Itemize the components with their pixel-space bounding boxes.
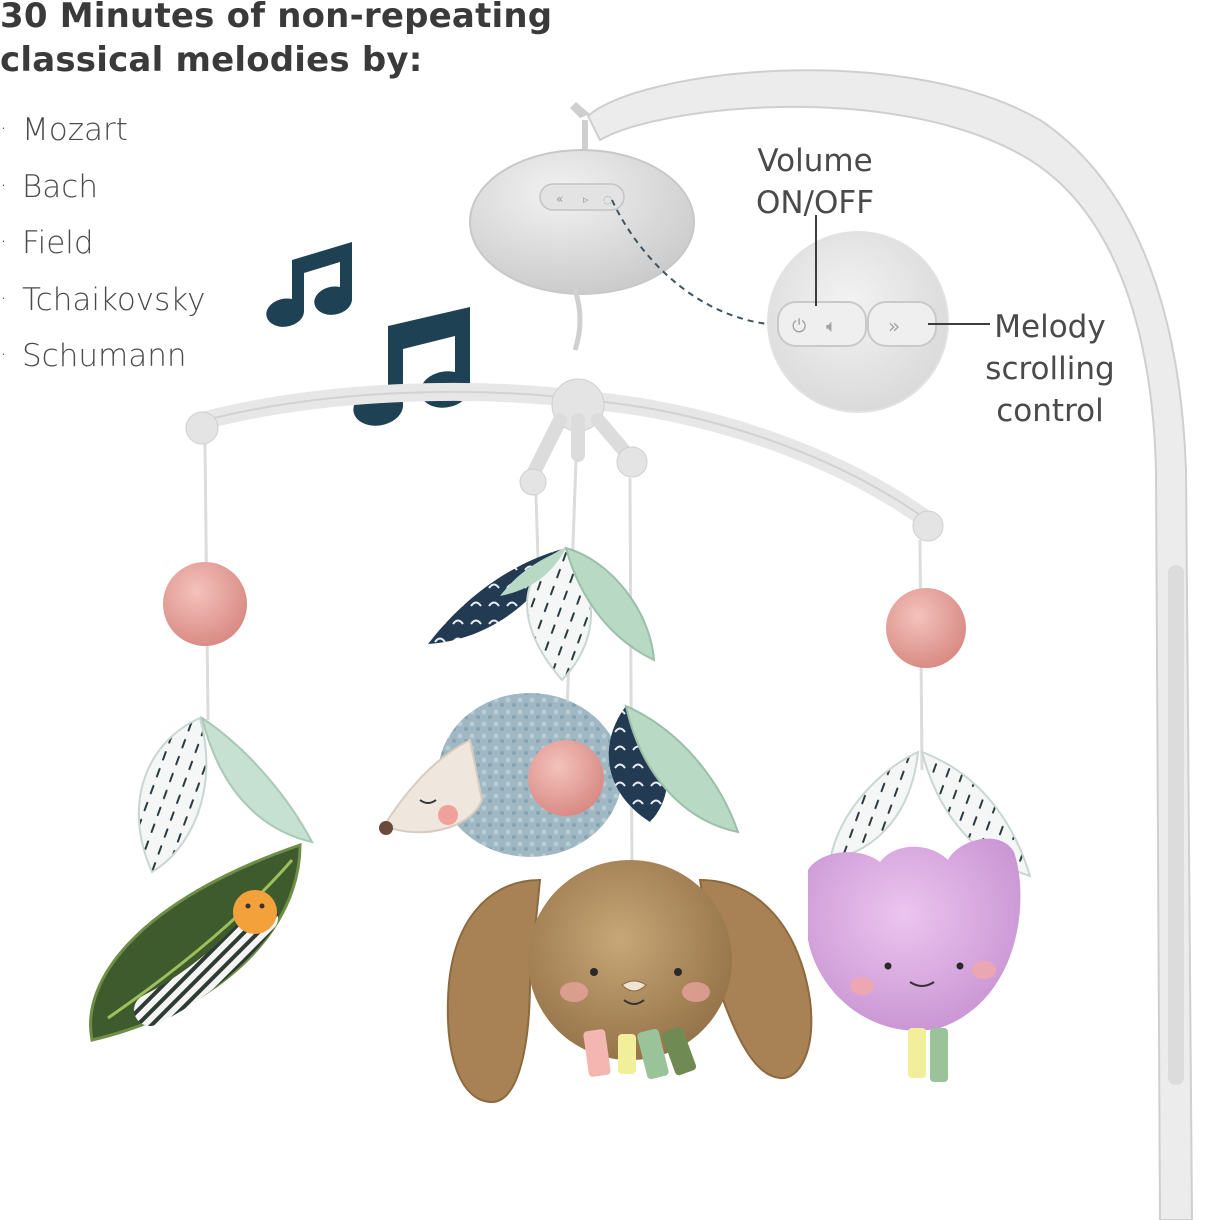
- rewind-icon: «: [556, 192, 563, 206]
- melody-button[interactable]: [867, 301, 937, 347]
- fast-forward-icon: »: [888, 314, 900, 338]
- bullet: ·: [0, 230, 7, 255]
- pom-pom: [886, 588, 966, 668]
- tulip-toy: [808, 588, 1032, 1082]
- composer-name: Bach: [22, 168, 98, 205]
- bullet: ·: [0, 173, 7, 199]
- power-icon: ⏻: [792, 316, 806, 337]
- volume-callout-line-2: ON/OFF: [755, 185, 875, 221]
- hedgehog-toy: [379, 546, 740, 857]
- composer-item: · Field: [0, 215, 205, 272]
- bullet: ·: [0, 117, 7, 142]
- speaker-icon: ▹: [583, 193, 589, 206]
- music-box: « ▹ ◌: [469, 120, 695, 351]
- box-button-strip[interactable]: [539, 183, 625, 211]
- composer-name: Field: [22, 225, 94, 261]
- headline: 30 Minutes of non-repeating classical me…: [0, 0, 552, 82]
- composer-name: Tchaikovsky: [22, 281, 206, 318]
- zoom-connector: [611, 199, 779, 326]
- crossbar: [185, 378, 944, 542]
- headline-line-2: classical melodies by:: [0, 40, 423, 80]
- volume-callout-line-1: Volume: [757, 143, 873, 179]
- melody-callout-line-3: control: [996, 393, 1104, 429]
- music-note-icon: [353, 307, 470, 426]
- leaf-caterpillar-toy: [89, 562, 314, 1042]
- composer-item: · Bach: [0, 159, 205, 216]
- composer-name: Mozart: [22, 112, 128, 148]
- pom-pom: [528, 740, 604, 816]
- bullet: ·: [0, 343, 7, 368]
- composer-item: · Mozart: [0, 102, 205, 159]
- headline-line-1: 30 Minutes of non-repeating: [0, 0, 553, 36]
- speaker-icon: 🔈︎: [826, 316, 837, 337]
- melody-callout-line-2: scrolling: [985, 351, 1115, 387]
- melody-callout-line-1: Melody: [994, 309, 1106, 345]
- mobile-arm: [570, 69, 1194, 1220]
- composer-name: Schumann: [22, 338, 187, 374]
- volume-callout: Volume ON/OFF: [740, 140, 890, 224]
- button-zoom: ⏻ 🔈︎ »: [767, 215, 990, 413]
- volume-button[interactable]: [777, 301, 867, 347]
- pom-pom: [163, 562, 247, 646]
- composer-item: · Schumann: [0, 328, 205, 385]
- composer-list: · Mozart · Bach · Field · Tchaikovsky · Schum…: [0, 102, 205, 385]
- bunny-toy: [446, 860, 813, 1104]
- bullet: ·: [0, 286, 7, 312]
- composer-item: · Tchaikovsky: [0, 272, 205, 329]
- melody-callout: Melody scrolling control: [970, 306, 1130, 432]
- music-note-icon: [266, 242, 352, 327]
- power-icon: ◌: [603, 193, 613, 206]
